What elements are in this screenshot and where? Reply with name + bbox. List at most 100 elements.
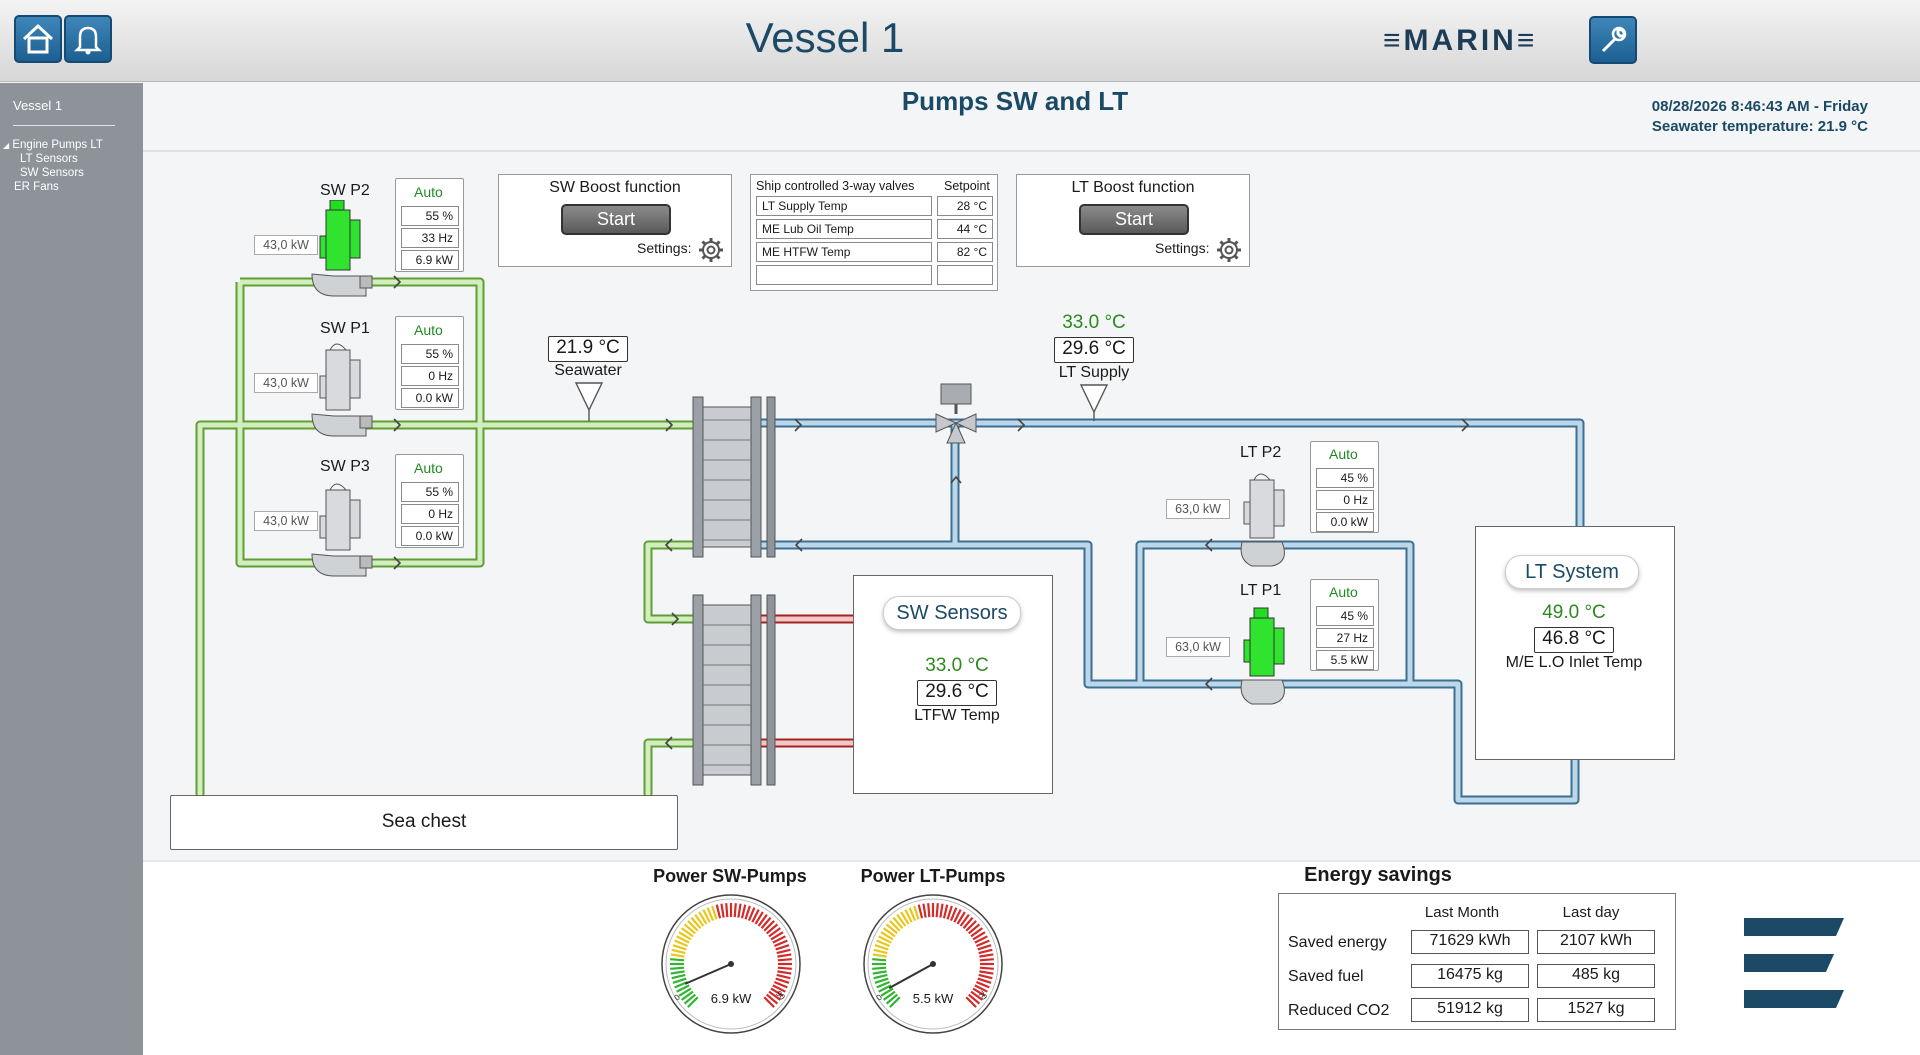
gauge-tick xyxy=(872,953,887,958)
energy-month-value: 16475 kg xyxy=(1411,964,1529,988)
home-icon xyxy=(22,23,54,54)
brand-mark-logo xyxy=(1744,918,1844,1008)
sidebar-divider xyxy=(13,125,115,126)
gauge-tick xyxy=(768,990,781,1001)
energy-month-value: 71629 kWh xyxy=(1411,930,1529,954)
top-header: Vessel 1 ≡MARIN≡ xyxy=(0,0,1920,82)
valve-name xyxy=(756,265,932,285)
sidebar-item-label: Engine Pumps LT xyxy=(12,139,103,151)
gauge-tick xyxy=(876,939,890,948)
energy-table: Last Month Last day Saved energy 71629 k… xyxy=(1278,893,1676,1030)
gauge-tick xyxy=(874,977,889,984)
wrench-icon xyxy=(1601,26,1627,53)
sw-p3-mode[interactable]: Auto xyxy=(414,460,443,476)
gauge-tick xyxy=(972,931,986,941)
sidebar-item-lt-sensors[interactable]: LT Sensors xyxy=(20,153,78,165)
gauge-tick xyxy=(683,993,696,1005)
gear-icon[interactable] xyxy=(698,237,724,263)
gauge-tick xyxy=(772,935,786,944)
sw-p2-percent[interactable]: 55 % xyxy=(401,206,459,226)
sw-p1-control[interactable]: Auto 55 % 0 Hz 0.0 kW xyxy=(395,316,464,410)
gauge-tick xyxy=(698,911,708,925)
sidebar-vessel[interactable]: Vessel 1 xyxy=(13,98,63,113)
lt-supply-label: LT Supply xyxy=(1058,364,1130,381)
sw-p1-mode[interactable]: Auto xyxy=(414,322,443,338)
sidebar-item-er-fans[interactable]: ER Fans xyxy=(14,181,59,193)
gauge-tick xyxy=(927,903,931,918)
lt-p1-mode[interactable]: Auto xyxy=(1329,584,1358,600)
valves-header: Ship controlled 3-way valves xyxy=(756,179,915,193)
lt-p1-percent[interactable]: 45 % xyxy=(1316,606,1374,626)
gauge-tick xyxy=(687,996,699,1008)
gauge-tick xyxy=(917,904,924,919)
heat-exchanger-upper xyxy=(692,396,776,558)
page-title: Pumps SW and LT xyxy=(901,86,1129,116)
gauge-tick xyxy=(965,920,977,932)
valve-setpoint[interactable] xyxy=(937,265,993,285)
sea-chest-panel: Sea chest xyxy=(170,795,678,850)
gauge-tick xyxy=(956,911,966,925)
gauge-tick xyxy=(740,904,747,919)
gauge-tick xyxy=(896,914,907,927)
lt-system-button[interactable]: LT System xyxy=(1505,555,1639,589)
gauge-tick xyxy=(880,931,894,941)
sidebar-item-sw-sensors[interactable]: SW Sensors xyxy=(20,167,84,179)
alarm-button[interactable] xyxy=(64,15,112,63)
sw-sensors-button[interactable]: SW Sensors xyxy=(883,596,1021,630)
gauge-tick xyxy=(715,904,722,919)
gauge-tick xyxy=(889,996,901,1008)
gauge-tick xyxy=(977,944,992,951)
lt-p1-control[interactable]: Auto 45 % 27 Hz 5.5 kW xyxy=(1310,579,1379,671)
valve-setpoint[interactable]: 44 °C xyxy=(937,219,993,239)
valve-setpoint[interactable]: 82 °C xyxy=(937,242,993,262)
lt-p1-power: 5.5 kW xyxy=(1316,650,1374,670)
lt-p2-percent[interactable]: 45 % xyxy=(1316,468,1374,488)
valve-name: LT Supply Temp xyxy=(756,196,932,216)
sw-boost-start-button[interactable]: Start xyxy=(561,204,671,235)
gauge-sw-title: Power SW-Pumps xyxy=(653,866,807,886)
lt-p2-mode[interactable]: Auto xyxy=(1329,446,1358,462)
gauge-tick xyxy=(978,948,993,955)
valve-setpoint[interactable]: 28 °C xyxy=(937,196,993,216)
service-button[interactable] xyxy=(1589,16,1637,64)
gauge-tick xyxy=(880,987,894,997)
lt-supply-setpoint: 33.0 °C xyxy=(1062,312,1126,333)
gauge-tick xyxy=(970,927,983,938)
gauge-tick xyxy=(775,944,790,951)
gauge-tick xyxy=(883,990,896,1001)
sw-p1-percent[interactable]: 55 % xyxy=(401,344,459,364)
gauge-tick xyxy=(970,990,983,1001)
sw-p3-control[interactable]: Auto 55 % 0 Hz 0.0 kW xyxy=(395,454,464,548)
gauge-tick xyxy=(683,923,696,935)
gauge-tick xyxy=(711,905,718,920)
energy-day-value: 1527 kg xyxy=(1537,998,1655,1022)
gauge-tick xyxy=(733,903,737,918)
sea-chest-label: Sea chest xyxy=(381,811,467,832)
gauge-tick xyxy=(979,953,994,958)
gauge-lt-value: 5.5 kW xyxy=(912,991,954,1006)
ltfw-setpoint: 33.0 °C xyxy=(925,655,989,676)
gauge-tick xyxy=(770,931,784,941)
gauge-tick xyxy=(900,911,910,925)
home-button[interactable] xyxy=(14,15,62,63)
gauge-tick xyxy=(872,970,887,975)
sw-p1-frequency: 0 Hz xyxy=(401,366,459,386)
sw-p2-mode[interactable]: Auto xyxy=(414,184,443,200)
sw-p3-percent[interactable]: 55 % xyxy=(401,482,459,502)
lt-p2-control[interactable]: Auto 45 % 0 Hz 0.0 kW xyxy=(1310,441,1379,533)
gauge-tick xyxy=(687,920,699,932)
gauge-tick xyxy=(681,990,694,1001)
valve-name: ME Lub Oil Temp xyxy=(756,219,932,239)
gauge-tick xyxy=(678,931,692,941)
sw-boost-settings-label: Settings: xyxy=(637,240,692,256)
gear-icon[interactable] xyxy=(1216,237,1242,263)
sidebar-item-engine-pumps[interactable]: ◢ Engine Pumps LT xyxy=(3,139,103,151)
sw-p2-control[interactable]: Auto 55 % 33 Hz 6.9 kW xyxy=(395,178,464,272)
lt-boost-start-button[interactable]: Start xyxy=(1079,204,1189,235)
three-way-valve[interactable] xyxy=(935,383,977,444)
heat-exchanger-lower xyxy=(692,594,776,786)
gauge-tick xyxy=(678,987,692,997)
gauge-tick xyxy=(942,904,949,919)
lt-p1-label: LT P1 xyxy=(1240,582,1282,599)
gauge-tick xyxy=(874,944,889,951)
